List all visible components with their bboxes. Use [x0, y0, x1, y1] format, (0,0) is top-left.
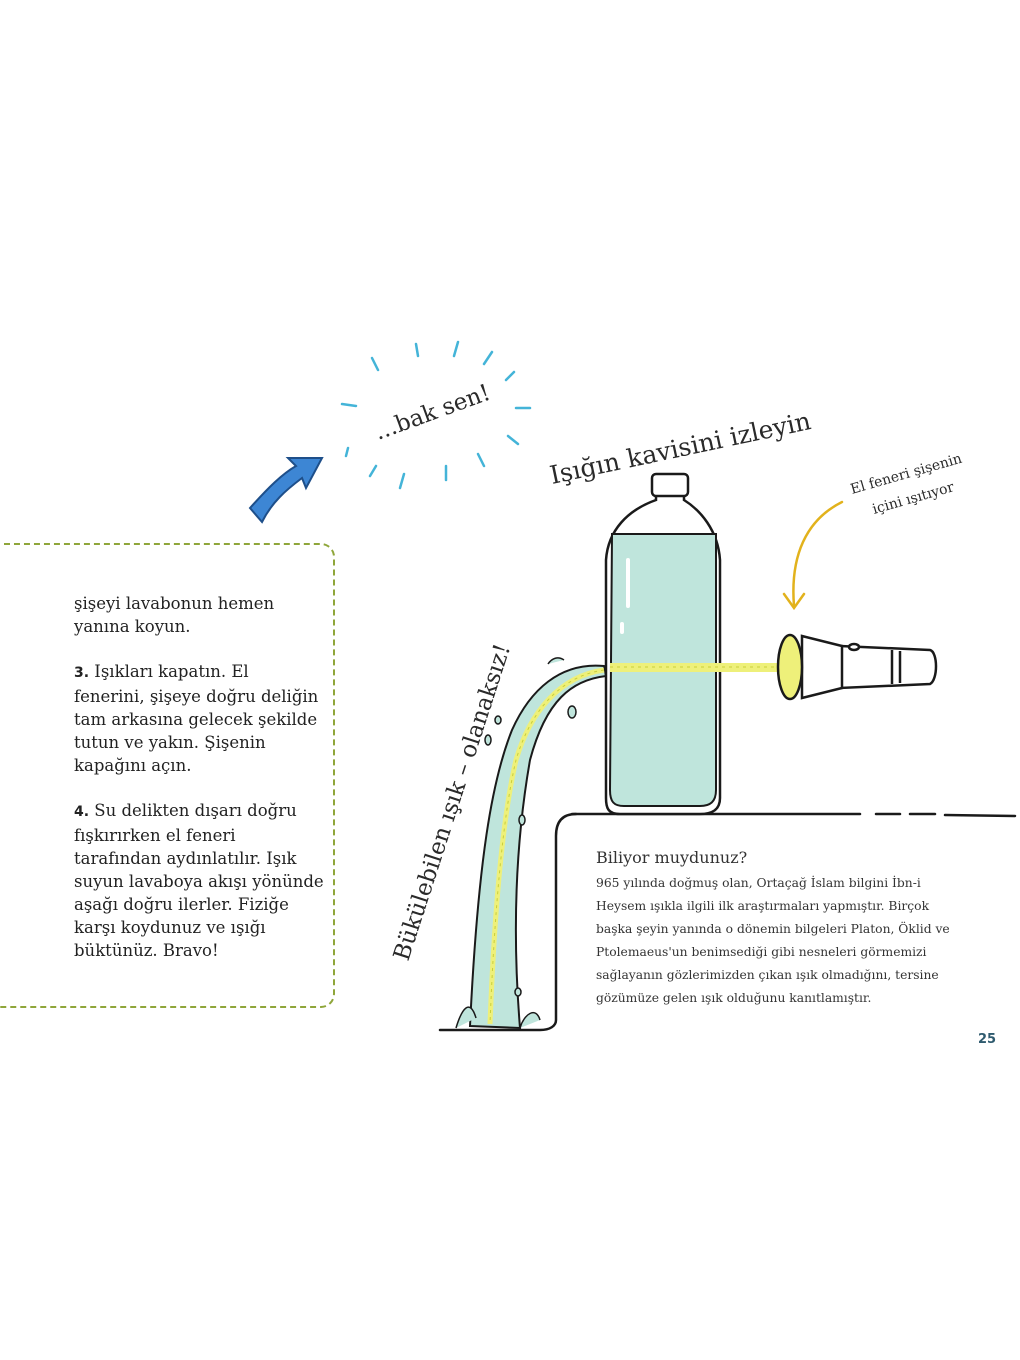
bak-sen-label: ...bak sen!	[371, 380, 494, 446]
step-3-text: Işıkları kapatın. El fenerini, şişeye do…	[74, 662, 319, 775]
instructions-text: şişeyi lavabonun hemen yanına koyun. 3. …	[74, 592, 324, 984]
instruction-intro: şişeyi lavabonun hemen yanına koyun.	[74, 594, 275, 636]
instructions-box	[0, 543, 335, 1008]
info-body: 965 yılında doğmuş olan, Ortaçağ İslam b…	[596, 876, 950, 1005]
page-number: 25	[978, 1032, 997, 1047]
bottle	[604, 472, 722, 816]
light-beam	[610, 663, 794, 672]
step-3-number: 3.	[74, 665, 90, 681]
blue-arrow-icon	[248, 457, 324, 524]
flashlight-icon	[776, 633, 938, 701]
step-4-text: Su delikten dışarı doğru fışkırırken el …	[74, 801, 324, 960]
water-stream	[455, 657, 608, 1030]
instruction-step-3: 3. Işıkları kapatın. El fenerini, şişeye…	[74, 660, 324, 777]
splash-marks	[340, 340, 532, 490]
instruction-step-4: 4. Su delikten dışarı doğru fışkırırken …	[74, 799, 324, 962]
info-title: Biliyor muydunuz?	[596, 848, 748, 867]
yellow-arrow-icon	[782, 500, 844, 611]
step-4-number: 4.	[74, 804, 90, 820]
